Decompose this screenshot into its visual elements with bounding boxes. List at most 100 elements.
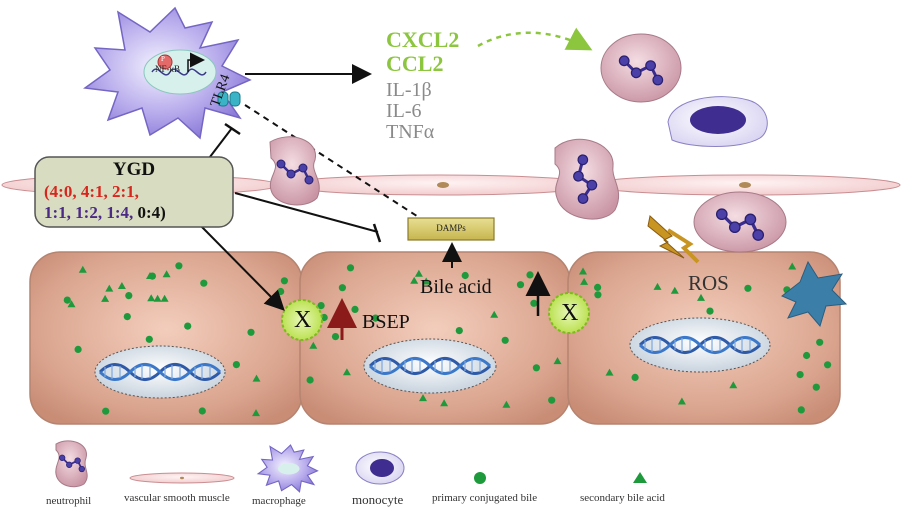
secondary-bile-triangle: [146, 272, 154, 279]
secondary-bile-triangle: [677, 397, 686, 405]
secondary-bile-triangle: [153, 294, 162, 302]
cytokine-il6: IL-6: [386, 100, 422, 122]
ratio-1-2: 1:2,: [75, 203, 103, 222]
bsep-label: BSEP: [362, 311, 410, 333]
primary-bile-dot: [371, 314, 380, 322]
primary-bile-dot: [331, 333, 340, 341]
primary-bile-dot: [280, 277, 288, 285]
primary-bile-dot: [796, 371, 804, 379]
primary-bile-dot: [123, 313, 131, 321]
legend-label-monocyte: monocyte: [352, 492, 404, 507]
ratio-1-1: 1:1,: [44, 203, 71, 222]
secondary-bile-triangle: [729, 381, 738, 389]
hepatocyte-row: [29, 251, 841, 425]
secondary-bile-triangle: [252, 409, 260, 417]
cytokine-cxcl2: CXCL2: [386, 27, 460, 52]
primary-bile-dot: [548, 396, 556, 404]
secondary-bile-triangle: [101, 294, 110, 302]
legend-monocyte-icon: [355, 451, 405, 485]
secondary-bile-triangle: [67, 300, 76, 308]
primary-bile-dot: [125, 292, 133, 300]
primary-bile-dot: [594, 283, 602, 291]
primary-bile-dot: [631, 373, 639, 381]
primary-bile-dot: [338, 284, 346, 292]
secondary-bile-triangle: [117, 282, 126, 289]
primary-bile-dot: [706, 307, 714, 315]
secondary-bile-triangle: [579, 267, 587, 275]
secondary-bile-triangle: [419, 394, 427, 402]
secondary-bile-triangle: [162, 270, 171, 278]
cytokine-ccl2: CCL2: [386, 51, 444, 76]
junction-left-x: X: [294, 307, 312, 333]
primary-bile-dot: [812, 383, 820, 391]
secondary-bile-triangle: [788, 262, 797, 270]
legend-label-vsm: vascular smooth muscle: [124, 492, 230, 504]
secondary-bile-triangle: [553, 357, 562, 365]
primary-bile-dot: [824, 361, 832, 369]
primary-bile-dot: [744, 284, 752, 292]
secondary-bile-triangle: [78, 265, 87, 273]
secondary-bile-triangle: [160, 294, 169, 302]
secondary-bile-triangle: [580, 277, 589, 285]
ygd-box: [34, 156, 234, 228]
bile-acid-label: Bile acid: [420, 276, 492, 298]
primary-bile-dot: [232, 361, 240, 369]
legend-label-macrophage: macrophage: [252, 495, 306, 507]
secondary-bile-triangle: [490, 310, 499, 318]
legend-icons: [55, 440, 647, 493]
tlr4-receptor-icon: [217, 91, 241, 107]
neutrophil-migrating-center: [554, 138, 620, 220]
secondary-bile-triangle: [605, 368, 614, 376]
primary-bile-dot: [594, 291, 602, 299]
secondary-bile-triangle: [414, 269, 423, 277]
primary-bile-dot: [198, 407, 206, 415]
ygd-ratios: (4:0, 4:1, 2:1, 1:1, 1:2, 1:4, 0:4): [44, 181, 166, 223]
primary-bile-dot: [816, 338, 824, 346]
secondary-bile-triangle: [342, 368, 351, 376]
primary-bile-dot: [306, 376, 314, 384]
primary-bile-dot: [803, 351, 811, 360]
primary-bile-dot: [175, 262, 183, 270]
neutrophil-top: [600, 33, 682, 103]
ros-label: ROS: [688, 271, 729, 295]
legend-label-secondary-bile: secondary bile acid: [580, 492, 665, 504]
primary-bile-dot: [200, 279, 208, 287]
primary-bile-dot: [277, 287, 285, 296]
primary-bile-dot: [63, 296, 71, 304]
primary-bile-dot: [461, 271, 469, 280]
ratio-0-4: 0:4): [137, 203, 166, 222]
secondary-bile-triangle: [670, 286, 679, 294]
primary-bile-dot: [145, 335, 153, 343]
primary-bile-dot: [351, 305, 359, 313]
legend-label-primary-bile: primary conjugated bile: [432, 492, 538, 504]
secondary-bile-triangle: [502, 400, 511, 408]
primary-bile-dot: [526, 271, 534, 279]
junction-left: [281, 299, 323, 341]
damps-label: DAMPs: [436, 223, 466, 233]
primary-bile-dot: [346, 264, 355, 272]
secondary-bile-triangle: [697, 293, 705, 301]
cytokine-il1b: IL-1β: [386, 79, 432, 101]
primary-bile-dot: [455, 327, 463, 335]
ygd-open: (: [44, 182, 50, 201]
junction-right-x: X: [561, 300, 579, 326]
primary-bile-dot: [184, 322, 192, 330]
cytokine-tnfa: TNFα: [386, 121, 435, 143]
cytokine-green-list: CXCL2 CCL2: [386, 28, 459, 76]
nfkb-label: NF-κB: [155, 64, 181, 74]
primary-bile-dot: [74, 345, 82, 353]
legend-primary-bile-icon: [474, 472, 486, 484]
secondary-bile-triangle: [147, 294, 156, 302]
cytokine-gray-list: IL-1β IL-6 TNFα: [386, 80, 434, 143]
primary-bile-dot: [516, 281, 525, 289]
secondary-bile-triangle: [309, 341, 318, 349]
secondary-bile-triangle: [105, 284, 114, 292]
legend-secondary-bile-icon: [633, 472, 647, 483]
legend-macrophage-icon: [256, 444, 319, 493]
secondary-bile-triangle: [440, 399, 449, 407]
ratio-2-1: 2:1,: [112, 182, 139, 201]
primary-bile-dot: [530, 299, 538, 307]
secondary-bile-triangle: [653, 282, 662, 290]
